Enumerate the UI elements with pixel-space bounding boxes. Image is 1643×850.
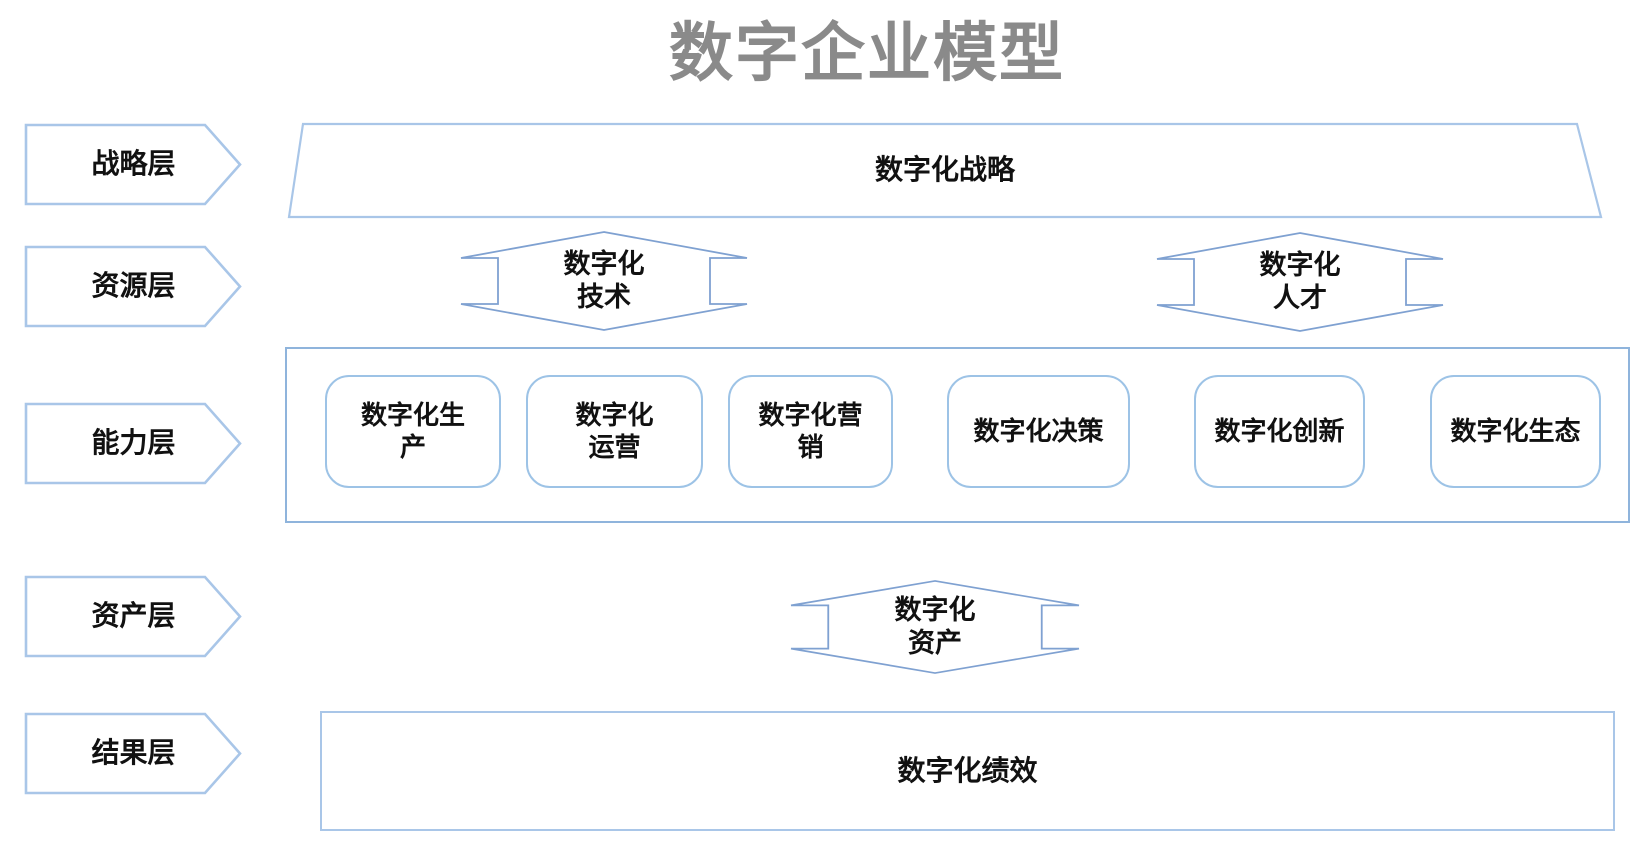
layer-tag-capability: 能力层 bbox=[24, 402, 242, 485]
capability-box-ecosystem: 数字化生态 bbox=[1430, 375, 1601, 488]
pentagon-arrow-shape bbox=[24, 402, 242, 485]
capability-box-operations: 数字化 运营 bbox=[526, 375, 703, 488]
layer-tag-asset: 资产层 bbox=[24, 575, 242, 658]
layer-tag-resource: 资源层 bbox=[24, 245, 242, 328]
capability-box-production: 数字化生 产 bbox=[325, 375, 501, 488]
capability-box-label: 数字化决策 bbox=[973, 415, 1104, 446]
asset-shape: 数字化 资产 bbox=[790, 580, 1080, 674]
capability-box-innovation: 数字化创新 bbox=[1194, 375, 1365, 488]
resource-shape-technology: 数字化 技术 bbox=[460, 231, 748, 331]
notched-diamond-arrow-shape bbox=[1156, 232, 1444, 332]
capability-box-label: 数字化 运营 bbox=[575, 399, 654, 462]
notched-diamond-arrow-shape bbox=[460, 231, 748, 331]
layer-tag-label: 结果层 bbox=[91, 737, 176, 769]
layer-tag-label: 能力层 bbox=[91, 427, 176, 459]
pentagon-arrow-shape bbox=[24, 575, 242, 658]
asset-shape-label: 数字化 资产 bbox=[894, 595, 976, 658]
layer-tag-result: 结果层 bbox=[24, 712, 242, 795]
trapezoid-shape bbox=[287, 122, 1603, 219]
layer-tag-strategy: 战略层 bbox=[24, 123, 242, 206]
diagram-title: 数字企业模型 bbox=[669, 17, 1065, 89]
result-band: 数字化绩效 bbox=[320, 711, 1615, 831]
capability-box-decision: 数字化决策 bbox=[947, 375, 1130, 488]
result-band-label: 数字化绩效 bbox=[897, 754, 1038, 786]
resource-shape-talent: 数字化 人才 bbox=[1156, 232, 1444, 332]
capability-box-label: 数字化创新 bbox=[1214, 415, 1345, 446]
resource-shape-label: 数字化 人才 bbox=[1259, 250, 1341, 313]
capability-container: 数字化生 产 数字化 运营 数字化营 销 数字化决策 数字化创新 数字化生态 bbox=[285, 347, 1630, 523]
strategy-band: 数字化战略 bbox=[287, 122, 1603, 219]
pentagon-arrow-shape bbox=[24, 245, 242, 328]
strategy-band-label: 数字化战略 bbox=[874, 154, 1015, 186]
resource-shape-label: 数字化 技术 bbox=[563, 249, 645, 312]
capability-box-label: 数字化生 产 bbox=[360, 399, 465, 462]
capability-box-label: 数字化生态 bbox=[1450, 415, 1581, 446]
pentagon-arrow-shape bbox=[24, 123, 242, 206]
layer-tag-label: 战略层 bbox=[91, 148, 176, 180]
capability-box-marketing: 数字化营 销 bbox=[728, 375, 893, 488]
notched-diamond-arrow-shape bbox=[790, 580, 1080, 674]
layer-tag-label: 资源层 bbox=[91, 270, 176, 302]
capability-box-label: 数字化营 销 bbox=[758, 399, 863, 462]
layer-tag-label: 资产层 bbox=[91, 600, 176, 632]
pentagon-arrow-shape bbox=[24, 712, 242, 795]
